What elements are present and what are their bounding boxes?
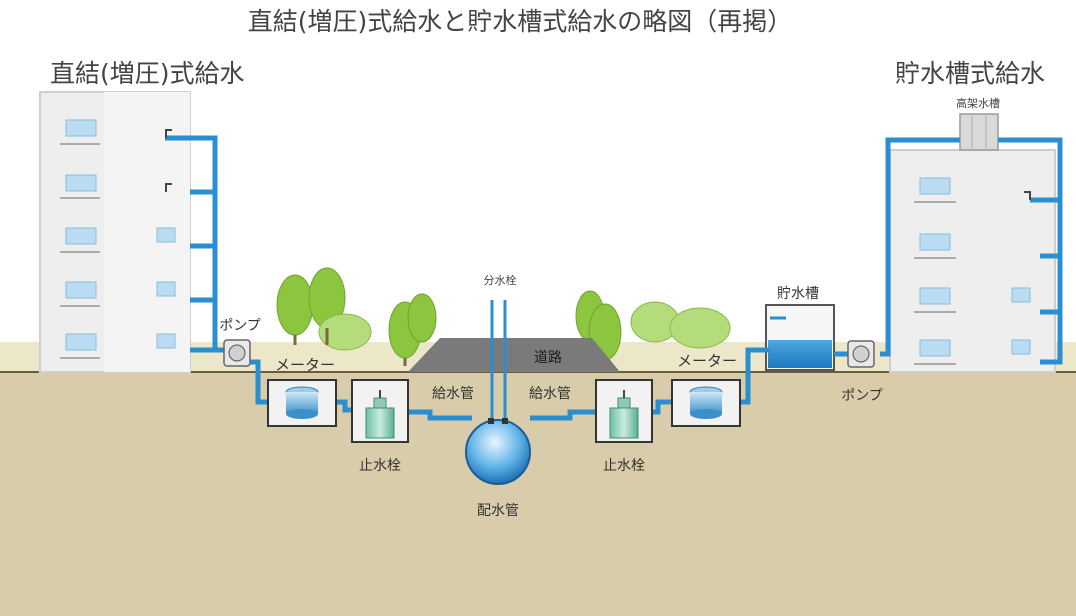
meter-left (267, 379, 337, 427)
pump-left-label: ポンプ (219, 318, 261, 334)
road-surface (408, 338, 620, 372)
pump-right-label: ポンプ (841, 388, 883, 404)
service-pipe-left-label: 給水管 (432, 386, 474, 402)
storage-tank-label: 貯水槽 (777, 286, 819, 302)
stop-valve-right-label: 止水栓 (603, 458, 645, 474)
stop-valve-left (351, 379, 409, 443)
branch-valve-label: 分水栓 (484, 273, 517, 287)
left-building (39, 91, 191, 373)
distribution-main-label: 配水管 (477, 503, 519, 519)
service-pipe-right-label: 給水管 (529, 386, 571, 402)
road-label: 道路 (534, 350, 562, 366)
pump-left (223, 339, 251, 367)
meter-left-label: メーター (275, 356, 335, 374)
faucet-icons (165, 129, 1031, 200)
diagram-title: 直結(増圧)式給水と貯水槽式給水の略図（再掲） (248, 7, 793, 36)
trees (276, 267, 731, 366)
elevated-tank (959, 113, 999, 151)
distribution-main-pipe (465, 419, 531, 485)
stop-valve-left-label: 止水栓 (359, 458, 401, 474)
left-system-label: 直結(増圧)式給水 (50, 59, 245, 88)
stop-valve-right (595, 379, 653, 443)
meter-right (671, 379, 741, 427)
pump-right (847, 340, 875, 368)
ground-area (0, 372, 1076, 616)
right-building (889, 113, 1056, 373)
right-system-label: 貯水槽式給水 (895, 59, 1045, 88)
storage-tank (765, 304, 835, 371)
elevated-tank-label: 高架水槽 (956, 96, 1000, 110)
meter-right-label: メーター (677, 352, 737, 370)
